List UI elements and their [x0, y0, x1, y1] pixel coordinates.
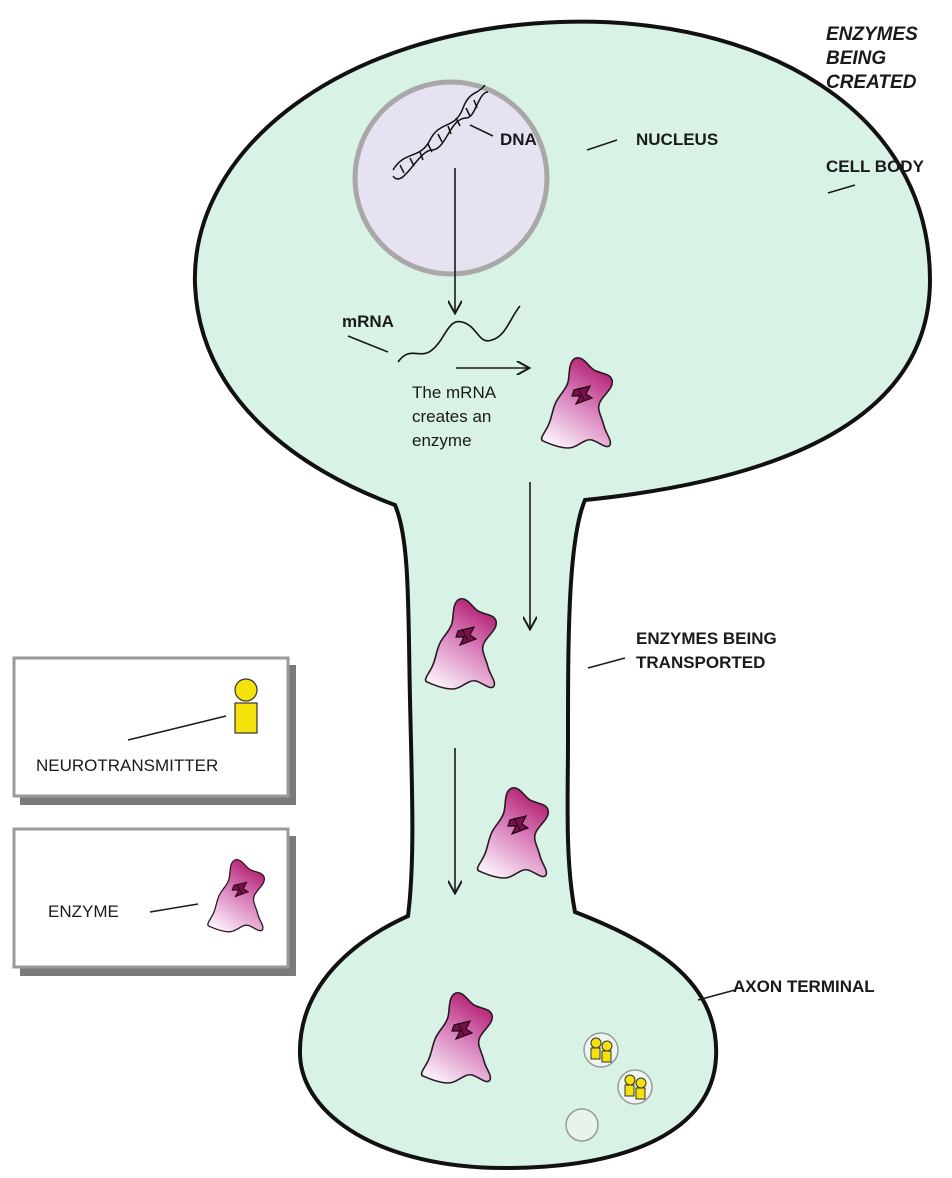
axon-terminal-leader	[698, 990, 735, 1000]
nucleus	[355, 82, 547, 274]
transported-label-line-2: TRANSPORTED	[636, 653, 765, 672]
vesicle-filled-1	[584, 1033, 618, 1067]
legend-neurotransmitter-label: NEUROTRANSMITTER	[36, 756, 218, 775]
note-line-3: enzyme	[412, 431, 472, 450]
note-line-2: creates an	[412, 407, 491, 426]
neuron-cell-outline	[195, 22, 930, 1168]
legend-enzyme-label: ENZYME	[48, 902, 119, 921]
transported-label-line-1: ENZYMES BEING	[636, 629, 777, 648]
transported-leader	[588, 658, 625, 668]
neurotransmitter-icon	[235, 679, 257, 733]
note-line-1: The mRNA	[412, 383, 497, 402]
legend-enzyme: ENZYME	[14, 829, 296, 976]
cell-body-label: CELL BODY	[826, 157, 925, 176]
axon-terminal-label: AXON TERMINAL	[733, 977, 875, 996]
dna-label: DNA	[500, 130, 537, 149]
title-line-3: CREATED	[826, 72, 917, 93]
legend-neurotransmitter: NEUROTRANSMITTER	[14, 658, 296, 805]
vesicle-empty	[566, 1109, 598, 1141]
title-line-2: BEING	[826, 48, 886, 69]
title-line-1: ENZYMES	[826, 24, 918, 45]
vesicle-filled-2	[618, 1070, 652, 1104]
nucleus-label: NUCLEUS	[636, 130, 718, 149]
mrna-label: mRNA	[342, 312, 394, 331]
